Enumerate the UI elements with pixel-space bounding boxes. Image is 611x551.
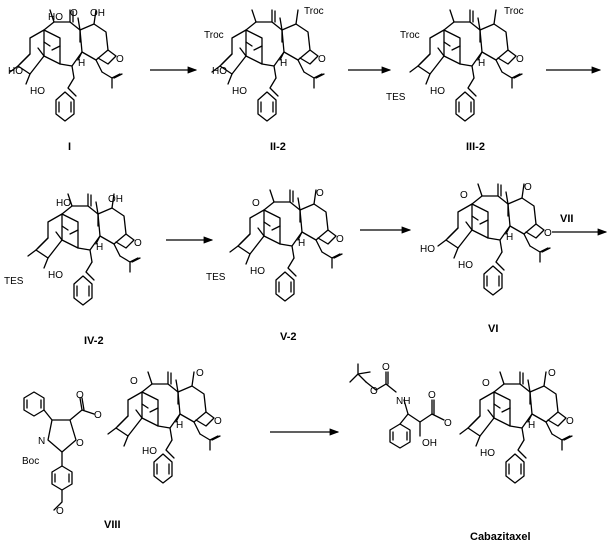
- atom-tes-v2: TES: [206, 272, 226, 283]
- compound-II-2: [211, 9, 325, 122]
- atom-o-oxetane-v2: O: [336, 234, 344, 245]
- atom-n-viii: N: [38, 436, 45, 447]
- reagent-VII: VII: [560, 213, 573, 225]
- cabazitaxel-core: [459, 371, 573, 484]
- atom-nh: NH: [396, 396, 410, 407]
- atom-troc-c10-ii2: Troc: [204, 30, 224, 41]
- label-II-2: II-2: [270, 141, 286, 153]
- atom-oh-c10: HO: [48, 12, 63, 23]
- atom-oh-c7: OH: [90, 8, 105, 19]
- atom-ho-c1-cab: HO: [480, 448, 495, 459]
- compound-III-2: [409, 9, 523, 122]
- atom-h-cab: H: [528, 420, 535, 431]
- atom-o-oxetane-cab: O: [566, 416, 574, 427]
- atom-o-oxetane-iv2: O: [134, 238, 142, 249]
- atom-o-c13-ester: O: [444, 418, 452, 429]
- atom-ome-c10-v2: O: [252, 198, 260, 209]
- label-IV-2: IV-2: [84, 335, 104, 347]
- atom-o-carbonyl-viii: O: [76, 390, 84, 401]
- atom-boc-viii: Boc: [22, 456, 39, 467]
- atom-h-vi: H: [506, 232, 513, 243]
- label-VI: VI: [488, 323, 498, 335]
- atom-troc-c10-iii2: Troc: [400, 30, 420, 41]
- atom-ho-c1-viii: HO: [142, 446, 157, 457]
- atom-ho-c13: HO: [8, 66, 23, 77]
- atom-troc-c7-iii2: Troc: [504, 6, 524, 17]
- atom-o-oxetane: O: [116, 54, 124, 65]
- cabazitaxel-sidechain: [349, 363, 445, 449]
- atom-h-iv2: H: [96, 242, 103, 253]
- label-cabazitaxel: Cabazitaxel: [470, 531, 531, 543]
- compound-VIII-sidechain: [23, 391, 95, 511]
- atom-ome-c10-viii: O: [130, 376, 138, 387]
- atom-ho-c1: HO: [30, 86, 45, 97]
- atom-ho-c1-vi: HO: [458, 260, 473, 271]
- atom-h-v2: H: [298, 238, 305, 249]
- atom-o-carbamate: O: [370, 386, 378, 397]
- atom-h-viii: H: [176, 420, 183, 431]
- atom-o-ketone: O: [70, 8, 78, 19]
- compound-I: [9, 9, 123, 122]
- atom-h: H: [78, 58, 85, 69]
- atom-ho-c1-ii2: HO: [232, 86, 247, 97]
- atom-ome-c7-v2: O: [316, 188, 324, 199]
- atom-ome-c7-vi: O: [524, 182, 532, 193]
- atom-o-oxetane-vi: O: [544, 228, 552, 239]
- atom-ome-c10-cab: O: [482, 378, 490, 389]
- atom-o-oxetane-ii2: O: [318, 54, 326, 65]
- atom-tes-iii2: TES: [386, 92, 406, 103]
- label-III-2: III-2: [466, 141, 485, 153]
- atom-o-ester-viii: O: [94, 410, 102, 421]
- atom-o-ester-carbonyl: O: [428, 390, 436, 401]
- atom-ho-c1-iv2: HO: [48, 270, 63, 281]
- atom-ome-c7-cab: O: [548, 368, 556, 379]
- atom-h-ii2: H: [280, 58, 287, 69]
- atom-troc-c7-ii2: Troc: [304, 6, 324, 17]
- atom-o-oxetane-iii2: O: [516, 54, 524, 65]
- atom-ho-c1-v2: HO: [250, 266, 265, 277]
- atom-ho-c13-ii2: HO: [212, 66, 227, 77]
- compound-IV-2: [27, 193, 141, 306]
- compound-VIII-core: [107, 371, 221, 484]
- label-VIII: VIII: [104, 519, 121, 531]
- atom-ho-c1-iii2: HO: [430, 86, 445, 97]
- label-I: I: [68, 141, 71, 153]
- atom-o-methoxy-viii: O: [56, 506, 64, 517]
- compound-VI: [437, 183, 551, 296]
- atom-ome-c7-viii: O: [196, 368, 204, 379]
- atom-o-oxetane-viii: O: [214, 416, 222, 427]
- atom-ho-c10-iv2: HO: [56, 198, 71, 209]
- atom-oh-c2p: OH: [422, 438, 437, 449]
- label-V-2: V-2: [280, 331, 297, 343]
- atom-o-ring-viii: O: [76, 438, 84, 449]
- atom-h-iii2: H: [478, 58, 485, 69]
- atom-tes-iv2: TES: [4, 276, 24, 287]
- atom-o-carbonyl-carbamate: O: [382, 362, 390, 373]
- atom-ome-c10-vi: O: [460, 190, 468, 201]
- compound-V-2: [229, 189, 343, 302]
- atom-ho-c13-vi: HO: [420, 244, 435, 255]
- atom-oh-c7-iv2: OH: [108, 194, 123, 205]
